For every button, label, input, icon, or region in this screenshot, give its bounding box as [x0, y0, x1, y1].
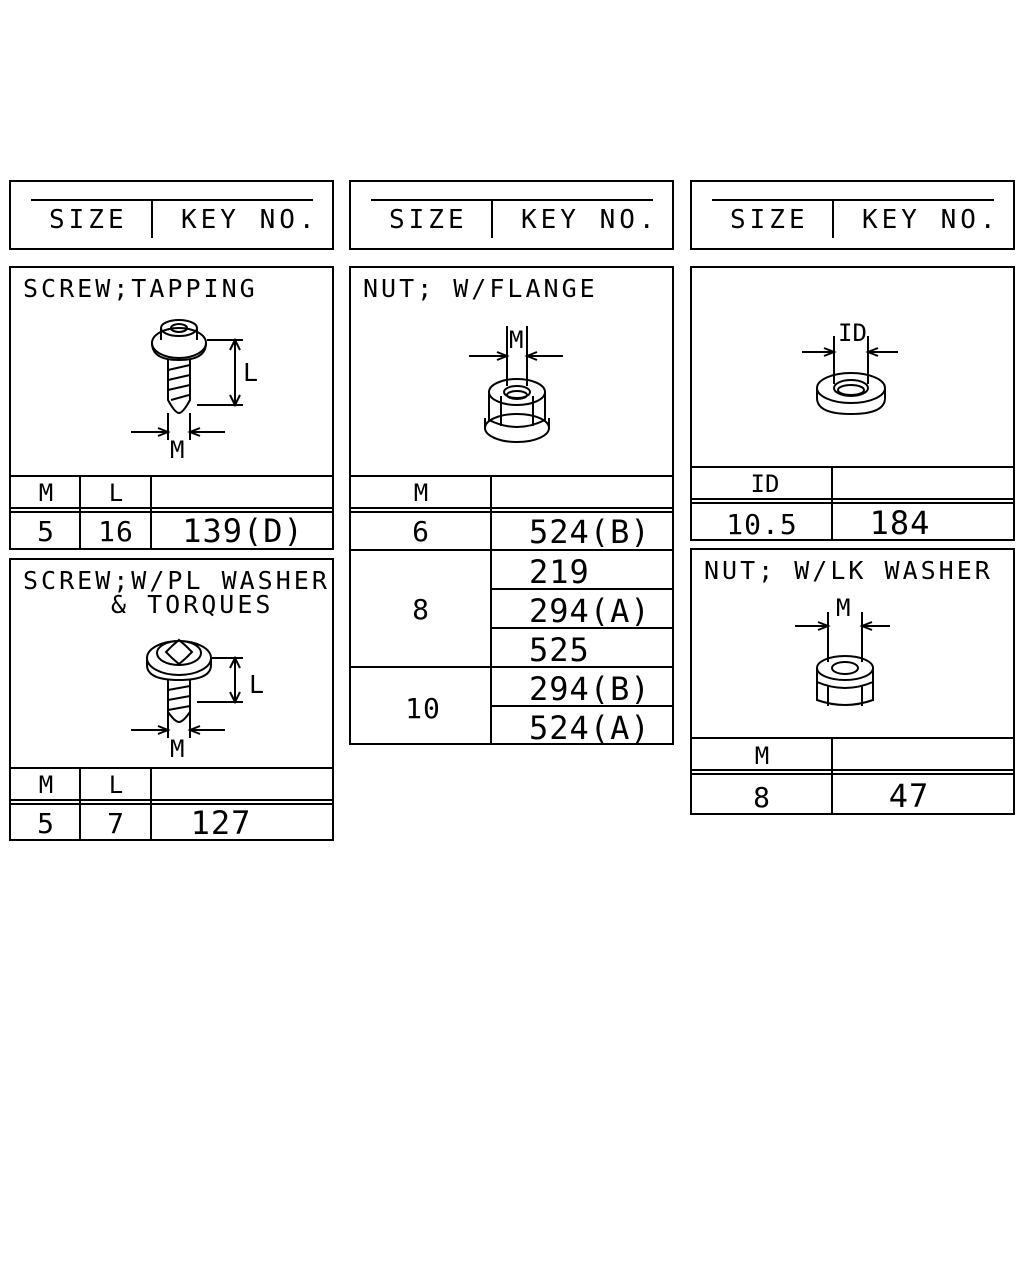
dim-l-label: L — [243, 358, 262, 387]
dim-m-label: M — [170, 436, 185, 464]
dim-m-label: M — [509, 326, 524, 354]
cell-m: 10 — [405, 692, 441, 725]
cell-m: 6 — [412, 515, 430, 548]
dim-l-label: L — [249, 670, 268, 699]
header-size-label: SIZE — [730, 205, 809, 235]
nut-lk-washer-panel: NUT; W/LK WASHER M M 8 47 — [690, 548, 1015, 815]
header-key-label: KEY NO. — [862, 205, 1000, 235]
cell-key-no: 127 — [190, 804, 252, 842]
cell-m: 8 — [412, 593, 430, 626]
part-title: NUT; W/LK WASHER — [704, 556, 993, 585]
part-title-line2: & TORQUES — [111, 590, 274, 619]
washer-drawing — [802, 336, 898, 416]
dim-id-label: ID — [838, 319, 867, 347]
cell-key-no: 294(B) — [529, 670, 651, 708]
cell-m: 8 — [753, 781, 771, 814]
screw-washer-drawing — [131, 638, 243, 738]
header-box-3: SIZE KEY NO. — [690, 180, 1015, 250]
screw-washer-panel: SCREW;W/PL WASHER & TORQUES L M M L 5 7 … — [9, 558, 334, 841]
header-key-label: KEY NO. — [181, 205, 319, 235]
header-box-2: SIZE KEY NO. — [349, 180, 674, 250]
cell-key-no: 47 — [888, 777, 930, 815]
col-header-m: M — [754, 742, 770, 770]
header-size-label: SIZE — [389, 205, 468, 235]
col-header-l: L — [108, 479, 124, 507]
cell-key-no: 525 — [529, 631, 590, 669]
col-header-id: ID — [750, 470, 780, 498]
washer-panel: ID ID 10.5 184 — [690, 266, 1015, 541]
screw-tapping-panel: SCREW;TAPPING L M M L 5 16 139(D) — [9, 266, 334, 550]
col-header-m: M — [38, 771, 54, 799]
cell-m: 5 — [37, 515, 55, 548]
header-box-1: SIZE KEY NO. — [9, 180, 334, 250]
col-header-m: M — [413, 479, 429, 507]
col-header-m: M — [38, 479, 54, 507]
nut-flange-panel: NUT; W/FLANGE M M 6 524(B) 8 219 294(A) … — [349, 266, 674, 745]
dim-m-label: M — [836, 594, 851, 622]
screw-tapping-drawing — [131, 319, 243, 440]
header-key-label: KEY NO. — [521, 205, 659, 235]
cell-l: 7 — [107, 807, 125, 840]
cell-l: 16 — [98, 515, 134, 548]
nut-flange-drawing — [469, 326, 563, 443]
dim-m-label: M — [170, 735, 185, 763]
cell-key-no: 294(A) — [529, 592, 651, 630]
cell-id: 10.5 — [726, 508, 798, 541]
part-title: SCREW;TAPPING — [23, 274, 258, 303]
cell-key-no: 139(D) — [182, 512, 304, 550]
part-title: NUT; W/FLANGE — [363, 274, 598, 303]
nut-lk-washer-drawing — [795, 612, 890, 706]
cell-key-no: 219 — [529, 553, 590, 591]
part-title: SCREW;W/PL WASHER — [23, 566, 330, 595]
cell-key-no: 524(A) — [529, 709, 651, 747]
cell-key-no: 524(B) — [529, 513, 651, 551]
header-size-label: SIZE — [49, 205, 128, 235]
cell-m: 5 — [37, 807, 55, 840]
cell-key-no: 184 — [869, 504, 931, 542]
col-header-l: L — [108, 771, 124, 799]
